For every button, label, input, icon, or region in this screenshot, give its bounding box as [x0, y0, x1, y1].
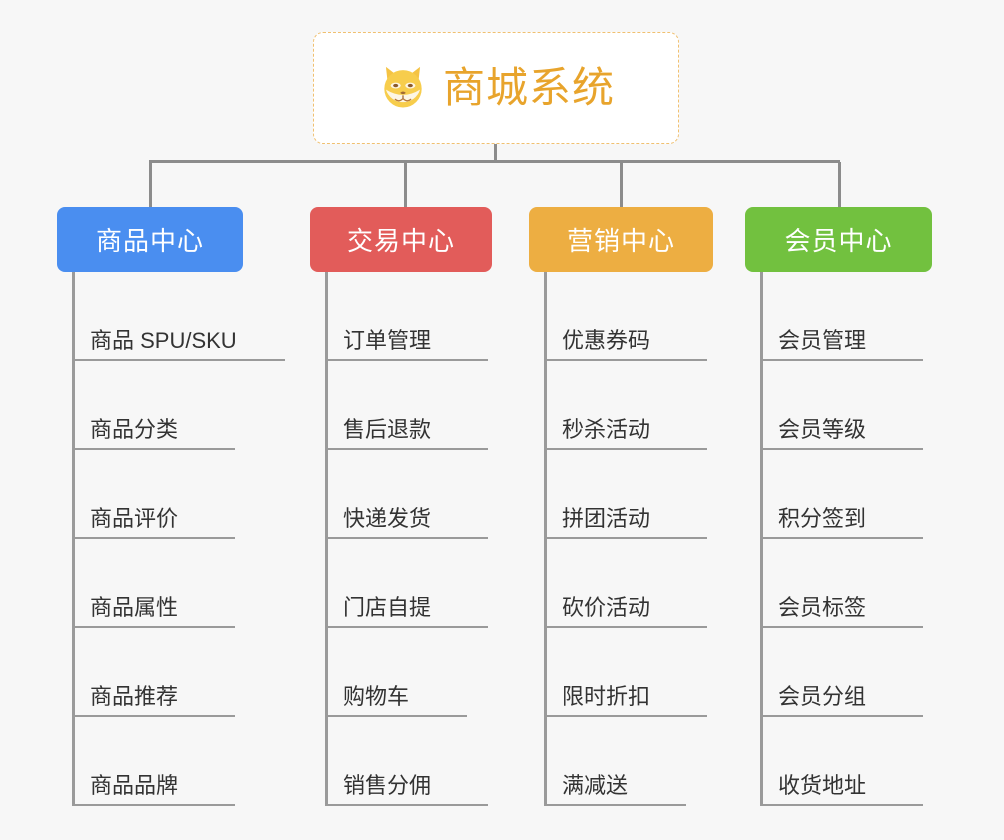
leaf-label: 快递发货 [343, 506, 432, 531]
leaf-underline [72, 626, 235, 628]
list-item[interactable]: 优惠券码 [529, 272, 741, 361]
leaf-underline [760, 626, 923, 628]
branch-drop-connector [838, 162, 841, 207]
leaf-label: 会员标签 [778, 595, 867, 620]
leaf-underline [760, 804, 923, 806]
shiba-dog-icon [384, 66, 422, 108]
list-item[interactable]: 积分签到 [745, 450, 957, 539]
list-item[interactable]: 商品 SPU/SKU [57, 272, 287, 361]
leaf-label: 限时折扣 [562, 684, 651, 709]
leaf-underline [325, 537, 488, 539]
leaf-label: 积分签到 [778, 506, 867, 531]
leaf-underline [544, 537, 707, 539]
leaf-label: 优惠券码 [562, 328, 651, 353]
leaf-label: 售后退款 [343, 417, 432, 442]
leaf-underline [760, 537, 923, 539]
leaf-underline [325, 448, 488, 450]
leaf-label: 商品推荐 [90, 684, 179, 709]
list-item[interactable]: 会员等级 [745, 361, 957, 450]
leaf-underline [325, 715, 467, 717]
leaf-label: 商品品牌 [90, 773, 179, 798]
leaf-label: 会员管理 [778, 328, 867, 353]
leaf-underline [72, 537, 235, 539]
leaf-underline [325, 804, 488, 806]
leaf-underline [544, 359, 707, 361]
branch-header-trade[interactable]: 交易中心 [310, 207, 492, 272]
leaf-underline [544, 448, 707, 450]
list-item[interactable]: 砍价活动 [529, 539, 741, 628]
branch-header-label: 商品中心 [95, 226, 204, 256]
leaf-label: 满减送 [562, 773, 629, 798]
branch-header-label: 会员中心 [784, 226, 893, 256]
branch-header-marketing[interactable]: 营销中心 [529, 207, 713, 272]
leaf-label: 销售分佣 [343, 773, 432, 798]
list-item[interactable]: 会员标签 [745, 539, 957, 628]
list-item[interactable]: 限时折扣 [529, 628, 741, 717]
branch-header-label: 交易中心 [346, 226, 455, 256]
leaf-underline [760, 715, 923, 717]
leaf-list-marketing: 优惠券码 秒杀活动 拼团活动 砍价活动 限时折扣 满减送 [529, 272, 741, 806]
list-item[interactable]: 商品评价 [57, 450, 287, 539]
leaf-underline [760, 448, 923, 450]
list-item[interactable]: 拼团活动 [529, 450, 741, 539]
leaf-underline [72, 448, 235, 450]
leaf-label: 订单管理 [343, 328, 432, 353]
branch-drop-connector [620, 162, 623, 207]
leaf-label: 砍价活动 [562, 595, 651, 620]
branch-header-member[interactable]: 会员中心 [745, 207, 932, 272]
list-item[interactable]: 商品推荐 [57, 628, 287, 717]
leaf-underline [760, 359, 923, 361]
branch-header-product[interactable]: 商品中心 [57, 207, 243, 272]
list-item[interactable]: 满减送 [529, 717, 741, 806]
branch-drop-connector [404, 162, 407, 207]
leaf-list-member: 会员管理 会员等级 积分签到 会员标签 会员分组 收货地址 [745, 272, 957, 806]
list-item[interactable]: 商品属性 [57, 539, 287, 628]
leaf-label: 收货地址 [778, 773, 867, 798]
list-item[interactable]: 快递发货 [310, 450, 526, 539]
list-item[interactable]: 收货地址 [745, 717, 957, 806]
leaf-underline [544, 804, 686, 806]
branch-bus-connector [149, 160, 840, 163]
leaf-underline [72, 804, 235, 806]
leaf-label: 会员等级 [778, 417, 867, 442]
leaf-list-trade: 订单管理 售后退款 快递发货 门店自提 购物车 销售分佣 [310, 272, 526, 806]
leaf-label: 购物车 [343, 684, 410, 709]
leaf-underline [544, 715, 707, 717]
leaf-label: 拼团活动 [562, 506, 651, 531]
leaf-label: 商品分类 [90, 417, 179, 442]
leaf-underline [325, 626, 488, 628]
leaf-underline [72, 715, 235, 717]
root-node[interactable]: 商城系统 [313, 32, 679, 144]
list-item[interactable]: 商品分类 [57, 361, 287, 450]
root-title: 商城系统 [442, 64, 615, 111]
root-stem-connector [494, 144, 497, 162]
leaf-label: 商品属性 [90, 595, 179, 620]
list-item[interactable]: 会员分组 [745, 628, 957, 717]
leaf-label: 门店自提 [343, 595, 432, 620]
list-item[interactable]: 订单管理 [310, 272, 526, 361]
list-item[interactable]: 商品品牌 [57, 717, 287, 806]
leaf-label: 会员分组 [778, 684, 867, 709]
leaf-list-product: 商品 SPU/SKU 商品分类 商品评价 商品属性 商品推荐 商品品牌 [57, 272, 287, 806]
leaf-label: 商品 SPU/SKU [90, 328, 237, 353]
leaf-label: 秒杀活动 [562, 417, 651, 442]
leaf-underline [72, 359, 285, 361]
list-item[interactable]: 购物车 [310, 628, 526, 717]
list-item[interactable]: 门店自提 [310, 539, 526, 628]
leaf-underline [325, 359, 488, 361]
leaf-underline [544, 626, 707, 628]
leaf-label: 商品评价 [90, 506, 179, 531]
list-item[interactable]: 销售分佣 [310, 717, 526, 806]
list-item[interactable]: 会员管理 [745, 272, 957, 361]
branch-drop-connector [149, 162, 152, 207]
branch-header-label: 营销中心 [566, 226, 675, 256]
list-item[interactable]: 秒杀活动 [529, 361, 741, 450]
list-item[interactable]: 售后退款 [310, 361, 526, 450]
